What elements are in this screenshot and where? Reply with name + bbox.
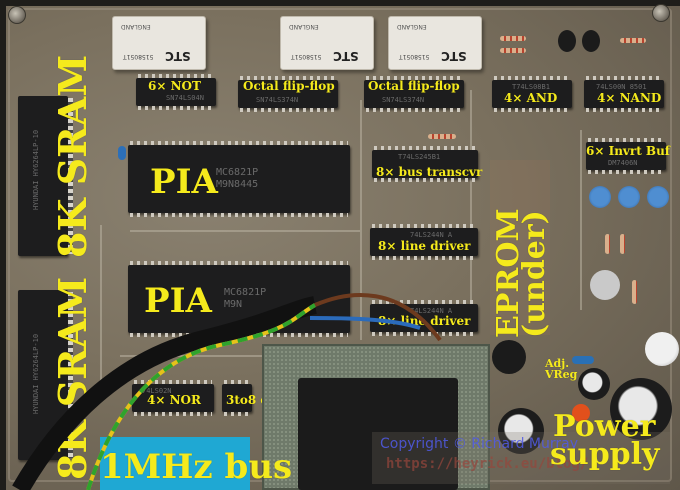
chip-marking: 74LS244N A bbox=[410, 231, 453, 239]
chip-marking: M9N8445 bbox=[216, 179, 259, 190]
chip-marking: 74LS00N 8501 bbox=[596, 83, 647, 91]
trace bbox=[580, 130, 582, 310]
trimmer-pot bbox=[647, 186, 669, 208]
chip-marking: SN74LS374N bbox=[256, 96, 299, 104]
electrolytic-capacitor bbox=[498, 408, 544, 454]
electrolytic-capacitor-large bbox=[610, 378, 672, 440]
can-transistor bbox=[590, 270, 620, 300]
label-power: Power bbox=[553, 409, 656, 444]
ceramic-capacitor bbox=[118, 146, 126, 160]
capacitor bbox=[645, 332, 679, 366]
screw-top-right bbox=[652, 4, 670, 22]
bridge-rectifier bbox=[492, 340, 526, 374]
chip-marking: DM7406N bbox=[608, 159, 638, 167]
trimmer-pot bbox=[589, 186, 611, 208]
black-cable bbox=[12, 296, 317, 490]
brown-wire bbox=[314, 292, 442, 342]
resistor bbox=[428, 134, 456, 139]
chip-marking: MC6821P bbox=[224, 287, 267, 298]
chip-marking: 74LS02N bbox=[142, 387, 172, 395]
label-supply: supply bbox=[550, 437, 660, 472]
chip-74ls00: 74LS00N 8501 bbox=[584, 76, 664, 112]
chip-marking: MC6821P bbox=[216, 167, 259, 178]
bus-connector bbox=[100, 437, 250, 490]
watermark-copyright: Copyright © Richard Murray bbox=[380, 436, 579, 452]
chip-74ls245: T74LS245B1 bbox=[372, 146, 478, 182]
label-6x-not: 6× NOT bbox=[148, 79, 201, 93]
chip-marking: T74LS08B1 bbox=[512, 83, 550, 91]
label-8x-line-driver-1: 8× line driver bbox=[378, 239, 471, 253]
case-edge-left bbox=[0, 0, 6, 490]
label-vreg: VReg bbox=[545, 368, 578, 381]
watermark-backdrop bbox=[372, 432, 670, 484]
chip-74ls374-2: SN74LS374N bbox=[364, 76, 464, 112]
label-4x-and: 4× AND bbox=[504, 91, 558, 105]
chip-74ls08: T74LS08B1 bbox=[492, 76, 572, 112]
transistor bbox=[558, 30, 576, 52]
chip-marking: 74LS244N A bbox=[410, 307, 453, 315]
transistor bbox=[582, 30, 600, 52]
label-pia-1: PIA bbox=[150, 162, 218, 202]
label-octal-flip-flop-1: Octal flip-flop bbox=[243, 79, 335, 93]
label-pia-2: PIA bbox=[144, 281, 212, 321]
case-edge-top bbox=[0, 0, 680, 6]
resistor bbox=[500, 48, 526, 53]
label-4x-nor: 4× NOR bbox=[147, 393, 201, 407]
resistor bbox=[605, 234, 610, 254]
label-6x-invert-buffer: 6× Invrt Buf bbox=[586, 144, 670, 158]
resistor bbox=[620, 38, 646, 43]
transformer-core bbox=[298, 378, 458, 490]
relay-2: ENGLAND STC 5158051T bbox=[280, 16, 374, 70]
chip-74ls374-1: SN74LS374N bbox=[238, 76, 338, 112]
chip-marking: SN74LS374N bbox=[382, 96, 425, 104]
ceramic-capacitor bbox=[572, 356, 594, 364]
chip-pia-1: MC6821P M9N8445 bbox=[128, 141, 350, 217]
resistor bbox=[500, 36, 526, 41]
label-adj: Adj. bbox=[545, 357, 570, 370]
chip-74ls244-2: 74LS244N A bbox=[370, 300, 478, 336]
trace bbox=[100, 225, 102, 385]
earth-wire-green bbox=[86, 303, 317, 490]
trimmer-pot bbox=[618, 186, 640, 208]
watermark-url: https://heyrick.eu/blog/ bbox=[386, 456, 589, 472]
chip-74ls04: SN74LS04N bbox=[136, 74, 216, 110]
chip-marking: T74LS245B1 bbox=[398, 153, 441, 161]
label-1mhz-bus: 1MHz bus bbox=[100, 447, 293, 487]
trace bbox=[120, 355, 360, 357]
screw-top-left bbox=[8, 6, 26, 24]
trace bbox=[470, 90, 472, 320]
electrolytic-capacitor bbox=[578, 368, 610, 400]
label-octal-flip-flop-2: Octal flip-flop bbox=[368, 79, 460, 93]
transformer bbox=[262, 344, 490, 490]
tantalum-capacitor bbox=[572, 404, 590, 422]
chip-sram-1: HYUNDAI HY6264LP-10 bbox=[18, 96, 73, 256]
chip-marking: SN74LS04N bbox=[166, 94, 204, 102]
resistor bbox=[632, 280, 637, 304]
label-4x-nand: 4× NAND bbox=[597, 91, 662, 105]
chip-dm7406: DM7406N bbox=[586, 138, 666, 174]
blue-wire bbox=[309, 316, 421, 330]
chip-74ls244-1: 74LS244N A bbox=[370, 224, 478, 260]
trace bbox=[360, 100, 362, 340]
chip-decoder bbox=[222, 380, 252, 416]
resistor bbox=[620, 234, 625, 254]
label-8x-bus-transceiver: 8× bus transcvr bbox=[376, 165, 483, 179]
eprom-socket-area bbox=[490, 160, 550, 335]
relay-1: ENGLAND STC 5158051T bbox=[112, 16, 206, 70]
trace bbox=[130, 230, 360, 232]
relay-3: ENGLAND STC 5158051T bbox=[388, 16, 482, 70]
chip-marking: M9N bbox=[224, 299, 243, 310]
